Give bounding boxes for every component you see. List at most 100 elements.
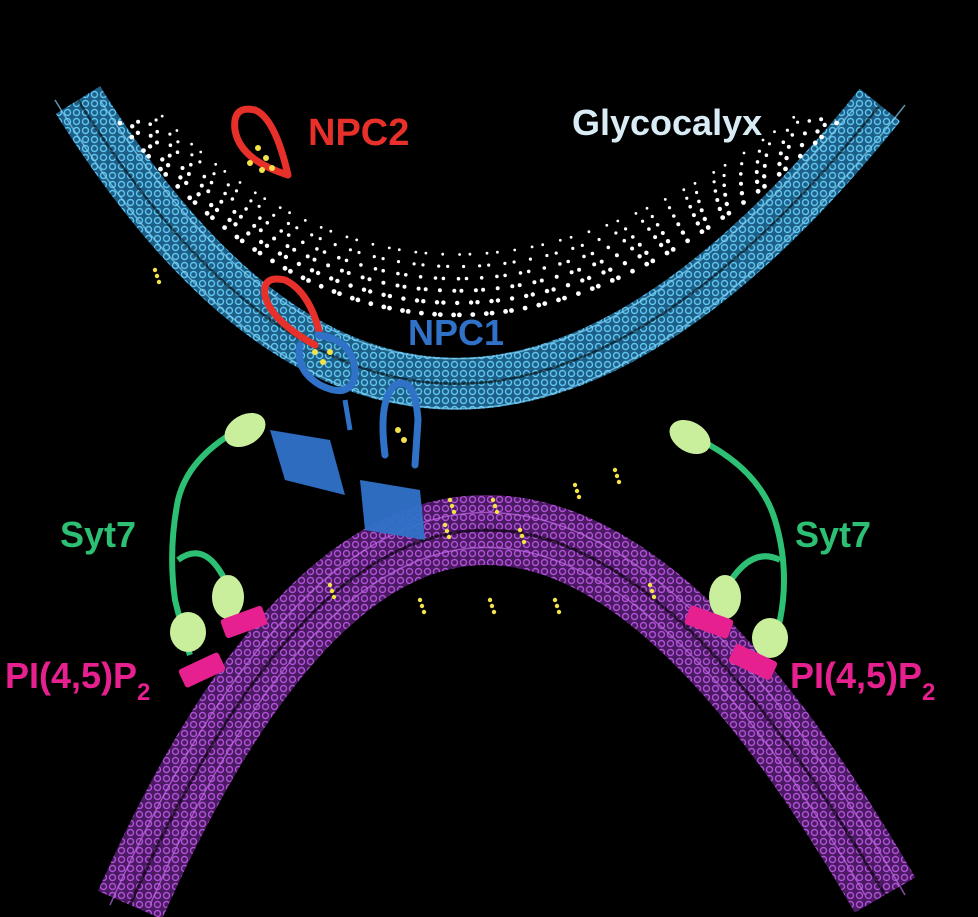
cholesterol-dot xyxy=(442,522,448,528)
pip2-right-blocks xyxy=(684,605,778,680)
glycocalyx-dot xyxy=(781,140,786,144)
glycocalyx-dot xyxy=(372,255,376,259)
glycocalyx-dot xyxy=(614,231,618,235)
glycocalyx-dot xyxy=(367,277,372,282)
cholesterol-dot xyxy=(651,594,657,600)
glycocalyx-dot xyxy=(190,153,194,157)
glycocalyx-dot xyxy=(244,207,248,211)
glycocalyx-dot xyxy=(536,302,542,308)
glycocalyx-dot xyxy=(630,246,635,251)
glycocalyx-layer xyxy=(117,114,839,318)
glycocalyx-dot xyxy=(599,259,604,264)
glycocalyx-dot xyxy=(509,296,515,301)
glycocalyx-dot xyxy=(658,242,664,248)
glycocalyx-dot xyxy=(249,199,253,203)
glycocalyx-dot xyxy=(614,253,619,258)
cholesterol-dot xyxy=(492,503,498,509)
glycocalyx-dot xyxy=(219,199,224,204)
glycocalyx-dot xyxy=(446,264,450,268)
glycocalyx-dot xyxy=(381,280,386,285)
cholesterol-dot xyxy=(419,603,425,609)
glycocalyx-dot xyxy=(238,214,243,219)
glycocalyx-dot xyxy=(487,263,491,267)
glycocalyx-dot xyxy=(226,183,230,187)
glycocalyx-dot xyxy=(495,298,501,303)
glycocalyx-dot xyxy=(532,280,537,285)
glycocalyx-dot xyxy=(767,142,772,146)
glycocalyx-dot xyxy=(478,264,482,268)
glycocalyx-dot xyxy=(542,266,547,270)
glycocalyx-dot xyxy=(722,183,726,188)
glycocalyx-dot xyxy=(580,278,585,283)
glycocalyx-dot xyxy=(405,309,411,314)
glycocalyx-dot xyxy=(528,257,533,261)
glycocalyx-dot xyxy=(155,140,159,145)
cholesterol-dot xyxy=(447,497,453,503)
glycocalyx-dot xyxy=(624,227,628,231)
glycocalyx-dot xyxy=(130,124,135,129)
glycocalyx-dot xyxy=(785,128,790,132)
glycocalyx-dot xyxy=(441,276,446,281)
glycocalyx-dot xyxy=(167,153,172,158)
glycocalyx-dot xyxy=(670,247,676,252)
glycocalyx-dot xyxy=(346,271,351,275)
cholesterol-dot xyxy=(327,582,333,588)
glycocalyx-dot xyxy=(512,260,516,264)
glycocalyx-dot xyxy=(371,242,375,246)
cholesterol-dot xyxy=(576,494,582,500)
glycocalyx-dot xyxy=(762,183,767,189)
glycocalyx-dot xyxy=(434,300,440,305)
syt7-right xyxy=(669,419,788,658)
cholesterol-dot xyxy=(331,594,337,600)
cholesterol-dot xyxy=(552,597,558,603)
glycocalyx-dot xyxy=(797,153,803,159)
glycocalyx-dot xyxy=(616,275,621,281)
glycocalyx-dot xyxy=(609,278,615,283)
glycocalyx-dot xyxy=(397,248,401,252)
pip2-left-label-main: PI(4,5)P xyxy=(5,655,137,696)
pip2-right-label: PI(4,5)P2 xyxy=(790,655,935,706)
glycocalyx-dot xyxy=(210,215,215,221)
glycocalyx-dot xyxy=(360,275,365,280)
glycocalyx-dot xyxy=(196,192,201,197)
glycocalyx-dot xyxy=(792,115,796,119)
glycocalyx-dot xyxy=(117,120,123,126)
cholesterol-dot xyxy=(152,267,158,273)
glycocalyx-dot xyxy=(147,144,153,149)
cholesterol-dot xyxy=(451,509,457,515)
npc2-protein xyxy=(231,105,292,179)
glycocalyx-dot xyxy=(586,275,592,281)
glycocalyx-dot xyxy=(776,171,782,177)
glycocalyx-dot xyxy=(368,301,374,307)
glycocalyx-dot xyxy=(202,174,207,179)
glycocalyx-dot xyxy=(339,268,344,273)
glycocalyx-dot xyxy=(722,173,726,178)
glycocalyx-dot xyxy=(496,250,499,254)
glycocalyx-dot xyxy=(204,210,210,216)
glycocalyx-dot xyxy=(129,134,135,140)
glycocalyx-dot xyxy=(270,258,275,264)
glycocalyx-dot xyxy=(742,151,746,155)
glycocalyx-dot xyxy=(349,295,355,301)
glycocalyx-dot xyxy=(402,284,407,289)
glycocalyx-dot xyxy=(257,204,261,208)
glycocalyx-dot xyxy=(319,226,323,229)
glycocalyx-dot xyxy=(318,237,322,241)
glycocalyx-dot xyxy=(296,261,302,267)
glycocalyx-dot xyxy=(510,284,515,289)
pip2-left-label-subscript: 2 xyxy=(137,679,150,706)
glycocalyx-dot xyxy=(451,312,456,318)
cholesterol-dot xyxy=(421,609,427,615)
glycocalyx-dot xyxy=(503,261,507,265)
glycocalyx-dot xyxy=(723,163,727,167)
cholesterol-dot xyxy=(449,503,455,509)
glycocalyx-dot xyxy=(676,222,681,227)
glycocalyx-dot xyxy=(412,262,416,266)
glycocalyx-dot xyxy=(292,247,297,252)
glycocalyx-dot xyxy=(819,134,824,140)
glycocalyx-dot xyxy=(483,311,489,316)
glycocalyx-dot xyxy=(381,268,386,273)
glycocalyx-dot xyxy=(418,275,423,279)
glycocalyx-dot xyxy=(762,163,767,168)
glycocalyx-dot xyxy=(712,171,716,174)
